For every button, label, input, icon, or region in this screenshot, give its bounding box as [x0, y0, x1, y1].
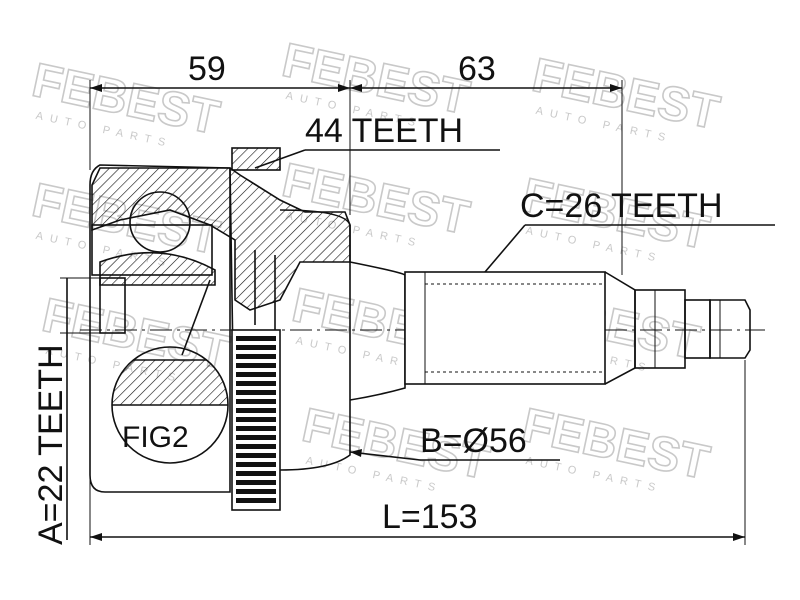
- leader-26-teeth: [484, 224, 526, 273]
- gear-tooth: [236, 354, 276, 359]
- housing-section: [91, 167, 351, 311]
- label-length: L=153: [382, 498, 478, 536]
- dim-label-63: 63: [458, 50, 496, 88]
- watermark-logo: FEBEST AUTO PARTS: [527, 48, 725, 145]
- gear-tooth: [236, 372, 276, 377]
- arrow-head: [90, 84, 102, 92]
- inner-lines: [254, 250, 276, 330]
- ring-top: [231, 147, 281, 171]
- label-b56: B=Ø56: [420, 422, 527, 460]
- label-26-teeth: C=26 TEETH: [520, 187, 723, 225]
- gear-tooth: [236, 489, 276, 494]
- ring-teeth: [236, 336, 276, 503]
- cage-section: [99, 251, 216, 286]
- length-dimension: L=153: [89, 360, 746, 545]
- shaft-body: [404, 271, 606, 385]
- shaft-tip: [709, 299, 751, 359]
- gear-tooth: [236, 345, 276, 350]
- gear-tooth: [236, 381, 276, 386]
- fig2-detail: FIG2: [111, 279, 229, 464]
- top-dimensions: 59 63: [89, 50, 623, 275]
- arrow-head: [90, 533, 102, 541]
- leader-44-teeth: [254, 149, 306, 169]
- gear-tooth: [236, 462, 276, 467]
- abs-ring: [231, 147, 281, 511]
- callouts: 44 TEETH C=26 TEETH B=Ø56: [254, 112, 775, 461]
- gear-tooth: [236, 471, 276, 476]
- leader-b56: [349, 451, 421, 461]
- arrow-head: [350, 84, 362, 92]
- gear-tooth: [236, 444, 276, 449]
- gear-tooth: [236, 426, 276, 431]
- gear-tooth: [236, 390, 276, 395]
- ball: [129, 191, 191, 253]
- arrow-head: [350, 449, 362, 457]
- inner-teeth-dimension: A=22 TEETH: [32, 277, 125, 545]
- gear-tooth: [236, 435, 276, 440]
- arrow-head: [338, 84, 350, 92]
- shaft: [404, 271, 751, 385]
- label-inner-teeth: A=22 TEETH: [32, 344, 70, 545]
- gear-tooth: [236, 417, 276, 422]
- arrow-head: [610, 84, 622, 92]
- gear-tooth: [236, 399, 276, 404]
- label-44-teeth: 44 TEETH: [305, 112, 463, 150]
- gear-tooth: [236, 408, 276, 413]
- fig2-label: FIG2: [122, 421, 189, 454]
- gear-tooth: [236, 480, 276, 485]
- fig2-section: [112, 359, 228, 406]
- arrow-head: [733, 533, 745, 541]
- dim-label-59: 59: [188, 50, 226, 88]
- gear-tooth: [236, 453, 276, 458]
- gear-tooth: [236, 363, 276, 368]
- fig2-leader: [181, 279, 211, 356]
- neck-outline: [279, 209, 351, 471]
- gear-tooth: [236, 498, 276, 503]
- watermark-logo: FEBEST AUTO PARTS: [517, 398, 715, 495]
- gear-tooth: [236, 336, 276, 341]
- outer-housing: [89, 164, 351, 493]
